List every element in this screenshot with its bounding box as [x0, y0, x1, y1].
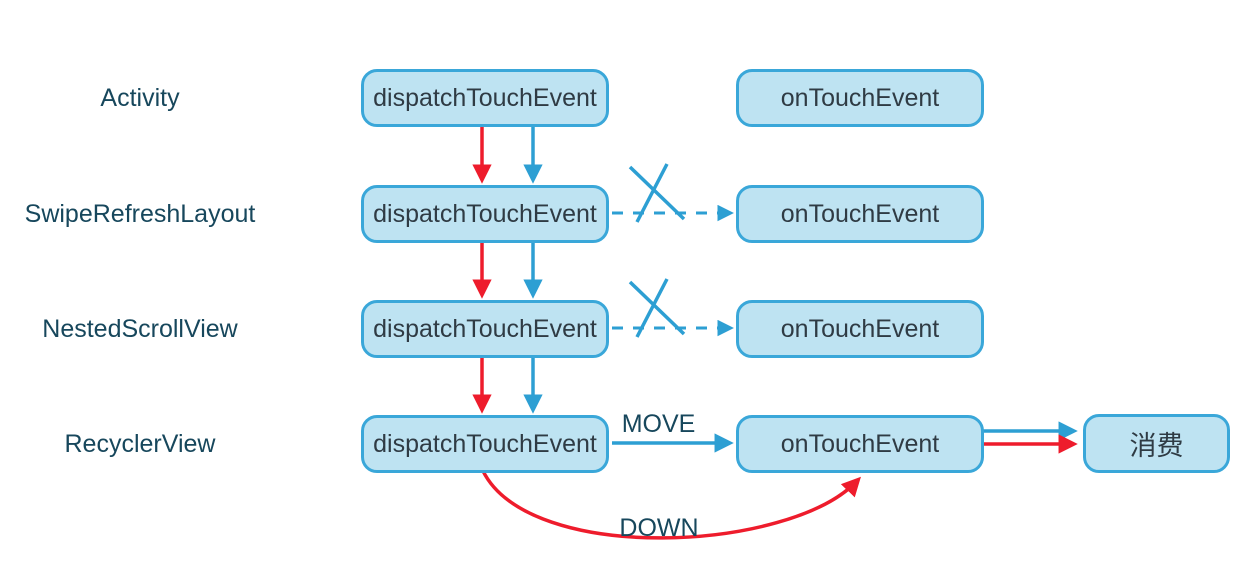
- row-label-swiperefreshlayout: SwipeRefreshLayout: [24, 200, 256, 228]
- row-label-nestedscrollview: NestedScrollView: [42, 315, 238, 343]
- move-edge-label: MOVE: [621, 410, 696, 438]
- down-edge-label: DOWN: [619, 514, 699, 542]
- blocked-cross-icon: [628, 163, 686, 223]
- ontouch-box-recyclerview: onTouchEvent: [736, 415, 984, 473]
- dispatch-box-swiperefreshlayout: dispatchTouchEvent: [361, 185, 609, 243]
- row-label-recyclerview: RecyclerView: [64, 430, 216, 458]
- dispatch-box-nestedscrollview: dispatchTouchEvent: [361, 300, 609, 358]
- consume-box: 消费: [1083, 414, 1230, 473]
- down-arrow: [481, 470, 861, 540]
- ontouch-box-swiperefreshlayout: onTouchEvent: [736, 185, 984, 243]
- blocked-cross-icon: [628, 278, 686, 338]
- ontouch-box-nestedscrollview: onTouchEvent: [736, 300, 984, 358]
- dispatch-box-recyclerview: dispatchTouchEvent: [361, 415, 609, 473]
- row-label-activity: Activity: [100, 84, 180, 112]
- dispatch-box-activity: dispatchTouchEvent: [361, 69, 609, 127]
- ontouch-box-activity: onTouchEvent: [736, 69, 984, 127]
